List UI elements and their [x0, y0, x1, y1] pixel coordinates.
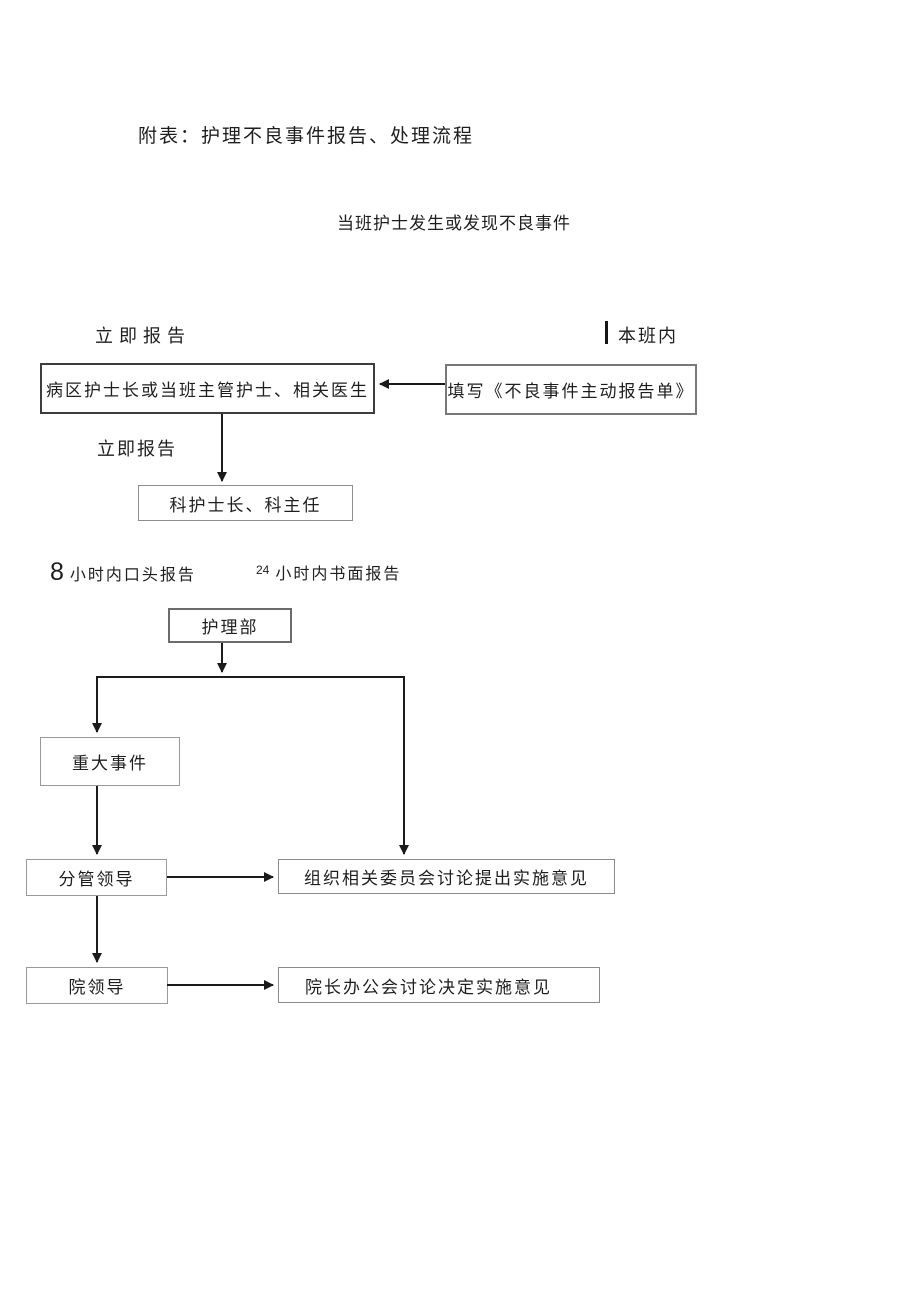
label-8h-number: 8	[50, 558, 64, 586]
page-title: 附表：护理不良事件报告、处理流程	[138, 126, 475, 147]
label-24h-number: 24	[256, 563, 270, 577]
node-fill-report-form: 填写《不良事件主动报告单》	[445, 364, 697, 415]
label-immediate-report-2: 立即报告	[97, 439, 177, 459]
node-dept-head: 科护士长、科主任	[138, 485, 353, 521]
node-nursing-dept: 护理部	[168, 608, 292, 643]
label-within-shift: 本班内	[618, 326, 678, 346]
label-24h-written-report: 24 小时内书面报告	[256, 560, 401, 584]
label-8h-text: 小时内口头报告	[63, 567, 196, 584]
label-immediate-report-1: 立即报告	[95, 326, 191, 346]
node-hospital-leaders: 院领导	[26, 967, 168, 1004]
label-8h-oral-report: 8 小时内口头报告	[50, 558, 196, 587]
node-committee-discuss: 组织相关委员会讨论提出实施意见	[278, 859, 615, 894]
within-shift-tick	[605, 321, 608, 344]
node-director-meeting: 院长办公会讨论决定实施意见	[278, 967, 600, 1003]
label-24h-text: 小时内书面报告	[269, 566, 402, 583]
node-ward-head-nurse: 病区护士长或当班主管护士、相关医生	[40, 363, 375, 414]
node-major-event: 重大事件	[40, 737, 180, 786]
start-node-text: 当班护士发生或发现不良事件	[337, 214, 571, 233]
node-leader-in-charge: 分管领导	[26, 859, 167, 896]
